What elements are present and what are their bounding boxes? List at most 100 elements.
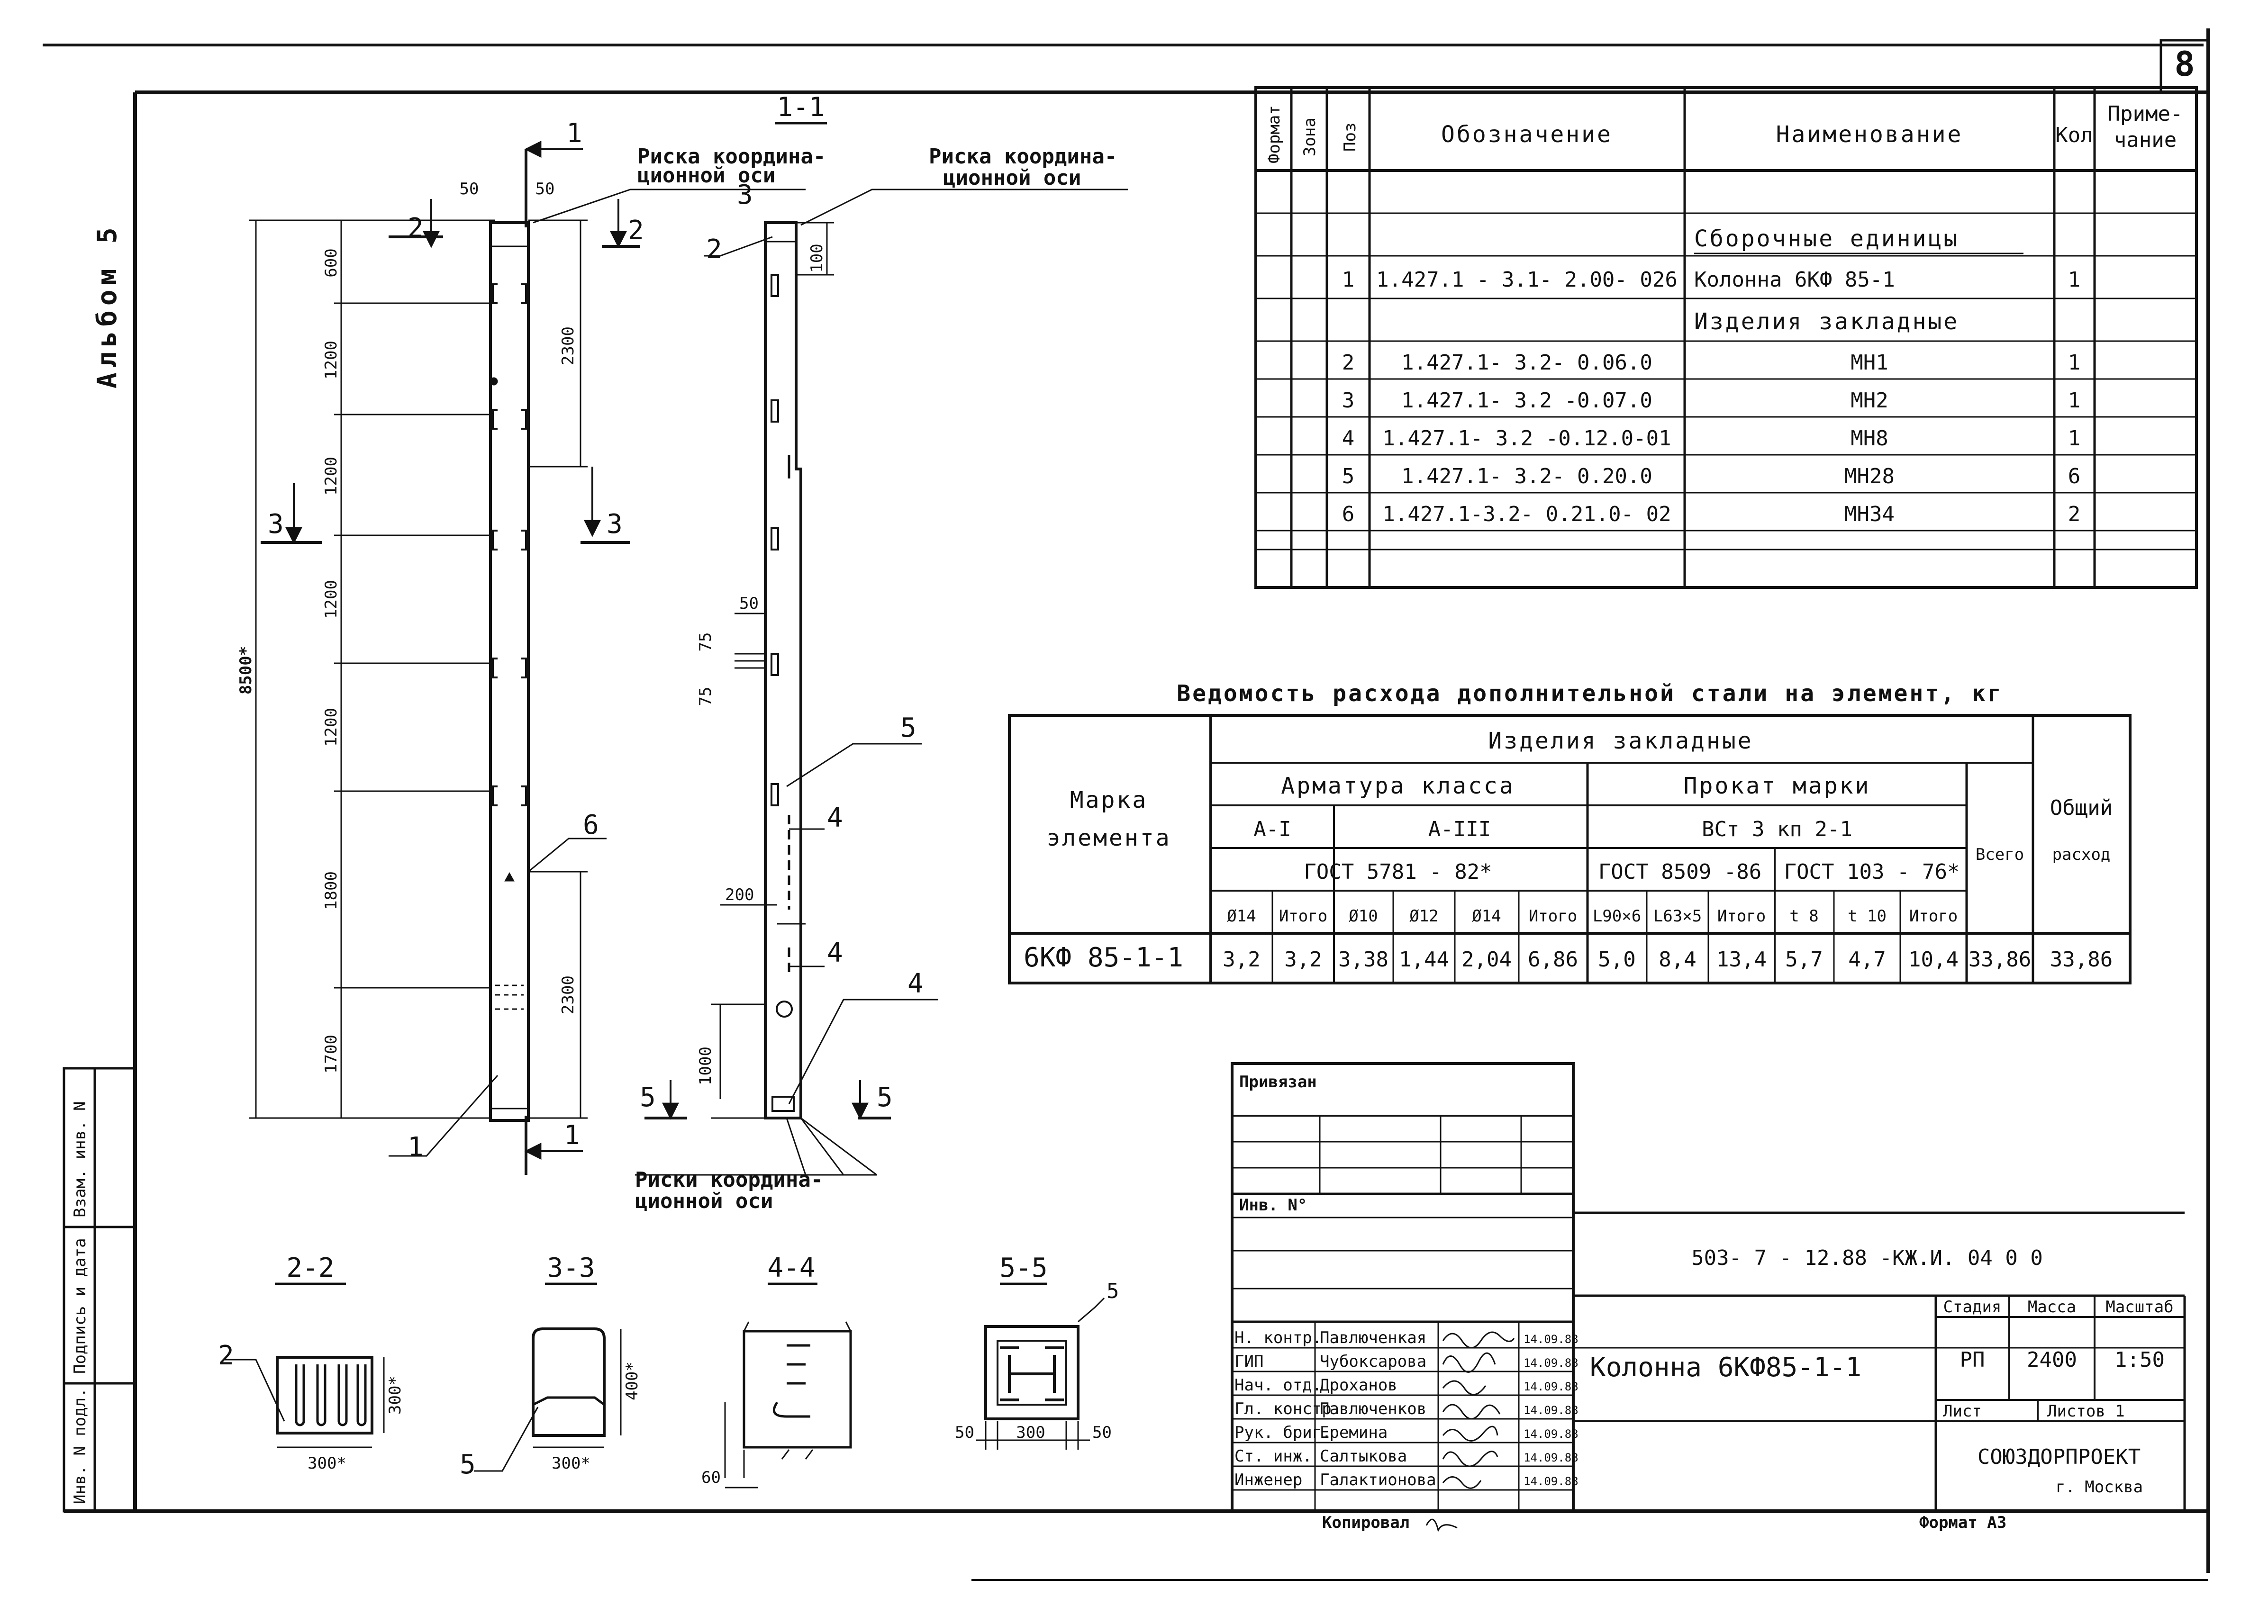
- tb-role: Гл. констр: [1234, 1399, 1332, 1418]
- steel-val-overall: 33,86: [2050, 947, 2113, 972]
- steel-gost-3: ГОСТ 103 - 76*: [1784, 860, 1960, 884]
- tb-person-name: Павлюченкая: [1320, 1328, 1426, 1347]
- spec-row: 1 1.427.1 - 3.1- 2.00- 026 Колонна 6КФ 8…: [1342, 268, 2081, 292]
- spec-group-assembly: Сборочные единицы: [1694, 226, 1959, 252]
- steel-total-col: Всего: [1976, 845, 2024, 864]
- dim-50-right: 50: [535, 180, 555, 198]
- steel-sub-l63: L63×5: [1653, 907, 1702, 926]
- dim-200: 200: [725, 885, 754, 904]
- section-mark-1-bottom: 1: [564, 1120, 580, 1151]
- steel-embedded-header: Изделия закладные: [1488, 728, 1753, 754]
- tb-person-row: Инженер Галактионова 14.09.88: [1234, 1471, 1579, 1489]
- tb-city: г. Москва: [2056, 1478, 2143, 1497]
- tb-person-name: Еремина: [1320, 1423, 1388, 1442]
- dim-1200-b: 1200: [322, 457, 341, 496]
- steel-sub-total-l: Итого: [1717, 907, 1766, 926]
- steel-val: 5,7: [1785, 947, 1823, 972]
- steel-table-title: Ведомость расхода дополнительной стали н…: [1177, 680, 2003, 707]
- steel-val: 5,0: [1598, 947, 1635, 972]
- pos-5-label: 5: [900, 713, 916, 743]
- tb-date: 14.09.88: [1524, 1451, 1579, 1464]
- steel-vst: ВСт 3 кп 2-1: [1702, 817, 1852, 841]
- tb-date: 14.09.88: [1524, 1333, 1579, 1346]
- tb-person-row: Нач. отд. Дроханов 14.09.88: [1234, 1376, 1579, 1395]
- spec-row-6-name: МН34: [1844, 502, 1895, 526]
- tb-scale-h: Масштаб: [2105, 1298, 2173, 1317]
- pos-1-label: 1: [408, 1132, 424, 1163]
- tb-person-name: Салтыкова: [1320, 1447, 1407, 1466]
- side-stamp: [63, 1067, 136, 1513]
- section-3-3-title: 3-3: [547, 1253, 595, 1283]
- sec44-dim-60: 60: [701, 1468, 721, 1487]
- steel-val: 4,7: [1848, 947, 1886, 972]
- tb-mass: 2400: [2027, 1348, 2077, 1372]
- sheet-number: 8: [2174, 44, 2195, 84]
- tb-sheet-h: Лист: [1943, 1402, 1982, 1421]
- sec55-dim-300: 300: [1016, 1423, 1045, 1442]
- tb-role: Нач. отд.: [1234, 1376, 1322, 1395]
- album-label: Альбом 5: [92, 223, 123, 388]
- steel-a3: А-III: [1428, 817, 1491, 841]
- tb-person-name: Галактионова: [1320, 1471, 1436, 1489]
- spec-row: 4 1.427.1- 3.2 -0.12.0-01 МН8 1: [1342, 426, 2081, 451]
- spec-header-zone: Зона: [1300, 117, 1319, 156]
- note-risk-bottom-1: Риски координа-: [635, 1168, 823, 1192]
- tb-date: 14.09.88: [1524, 1475, 1579, 1488]
- spec-row-2-pos: 2: [1342, 351, 1355, 375]
- tb-person-name: Дроханов: [1320, 1376, 1397, 1395]
- sections-small-views: [225, 1282, 1105, 1489]
- spec-row-3-name: МН2: [1851, 388, 1888, 413]
- steel-sub-t10: t 10: [1848, 907, 1887, 926]
- tb-person-name: Чубоксарова: [1320, 1352, 1426, 1371]
- steel-sub-d10: Ø10: [1349, 907, 1378, 926]
- steel-val: 10,4: [1908, 947, 1959, 972]
- steel-val: 3,38: [1338, 947, 1388, 972]
- dim-2300-bottom: 2300: [559, 975, 578, 1014]
- spec-row-3-qty: 1: [2068, 388, 2081, 413]
- steel-sub-total-a3: Итого: [1529, 907, 1577, 926]
- note-risk-top-left-1: Риска координа-: [637, 144, 826, 169]
- spec-row-5-pos: 5: [1342, 464, 1355, 488]
- spec-header-designation: Обозначение: [1441, 121, 1613, 148]
- sec55-dim-50-left: 50: [955, 1423, 974, 1442]
- spec-header-note-1: Приме-: [2108, 102, 2183, 126]
- dim-1800: 1800: [322, 871, 341, 910]
- spec-row-4-name: МН8: [1851, 426, 1888, 451]
- tb-code: 503- 7 - 12.88 -КЖ.И. 04 0 0: [1691, 1246, 2043, 1270]
- section-mark-5-right: 5: [877, 1082, 893, 1113]
- format-label: Формат А3: [1919, 1513, 2006, 1532]
- spec-header-qty: Кол: [2055, 123, 2093, 147]
- steel-sub-d14: Ø14: [1227, 907, 1256, 926]
- spec-row-1-qty: 1: [2068, 268, 2081, 292]
- sec33-dim-400: 400*: [623, 1362, 642, 1400]
- sec33-pos-5: 5: [460, 1449, 476, 1480]
- section-1-1-view: [635, 122, 1128, 1176]
- pos-4-label-a: 4: [827, 803, 843, 833]
- sec33-dim-300: 300*: [552, 1454, 590, 1473]
- spec-group-embedded: Изделия закладные: [1694, 308, 1959, 335]
- steel-sub-d12: Ø12: [1409, 907, 1438, 926]
- section-mark-2-right: 2: [628, 215, 644, 246]
- steel-table: [1008, 714, 2132, 984]
- spec-row-6-qty: 2: [2068, 502, 2081, 526]
- dim-8500: 8500*: [236, 646, 255, 695]
- spec-table: [1254, 86, 2198, 589]
- spec-row: 6 1.427.1-3.2- 0.21.0- 02 МН34 2: [1342, 502, 2081, 526]
- pos-4-label-b: 4: [827, 938, 843, 968]
- tb-role: Н. контр.: [1234, 1328, 1322, 1347]
- dim-75-a: 75: [696, 632, 715, 652]
- steel-val: 8,4: [1659, 947, 1696, 972]
- tb-date: 14.09.88: [1524, 1356, 1579, 1370]
- sec22-dim-300-v: 300*: [386, 1376, 405, 1415]
- sec22-dim-300: 300*: [308, 1454, 346, 1473]
- steel-gost-1: ГОСТ 5781 - 82*: [1304, 860, 1492, 884]
- steel-sub-l90: L90×6: [1593, 907, 1641, 926]
- note-risk-top-right-2: ционной оси: [943, 166, 1081, 190]
- tb-person-row: ГИП Чубоксарова 14.09.88: [1234, 1352, 1579, 1371]
- spec-header-pos: Поз: [1341, 123, 1360, 152]
- steel-sub-t8: t 8: [1789, 907, 1818, 926]
- note-risk-bottom-2: ционной оси: [635, 1189, 773, 1213]
- spec-row-1-name: Колонна 6КФ 85-1: [1694, 268, 1895, 292]
- tb-person-row: Ст. инж. Салтыкова 14.09.88: [1234, 1447, 1579, 1466]
- tb-role: Рук. бриг.: [1234, 1423, 1332, 1442]
